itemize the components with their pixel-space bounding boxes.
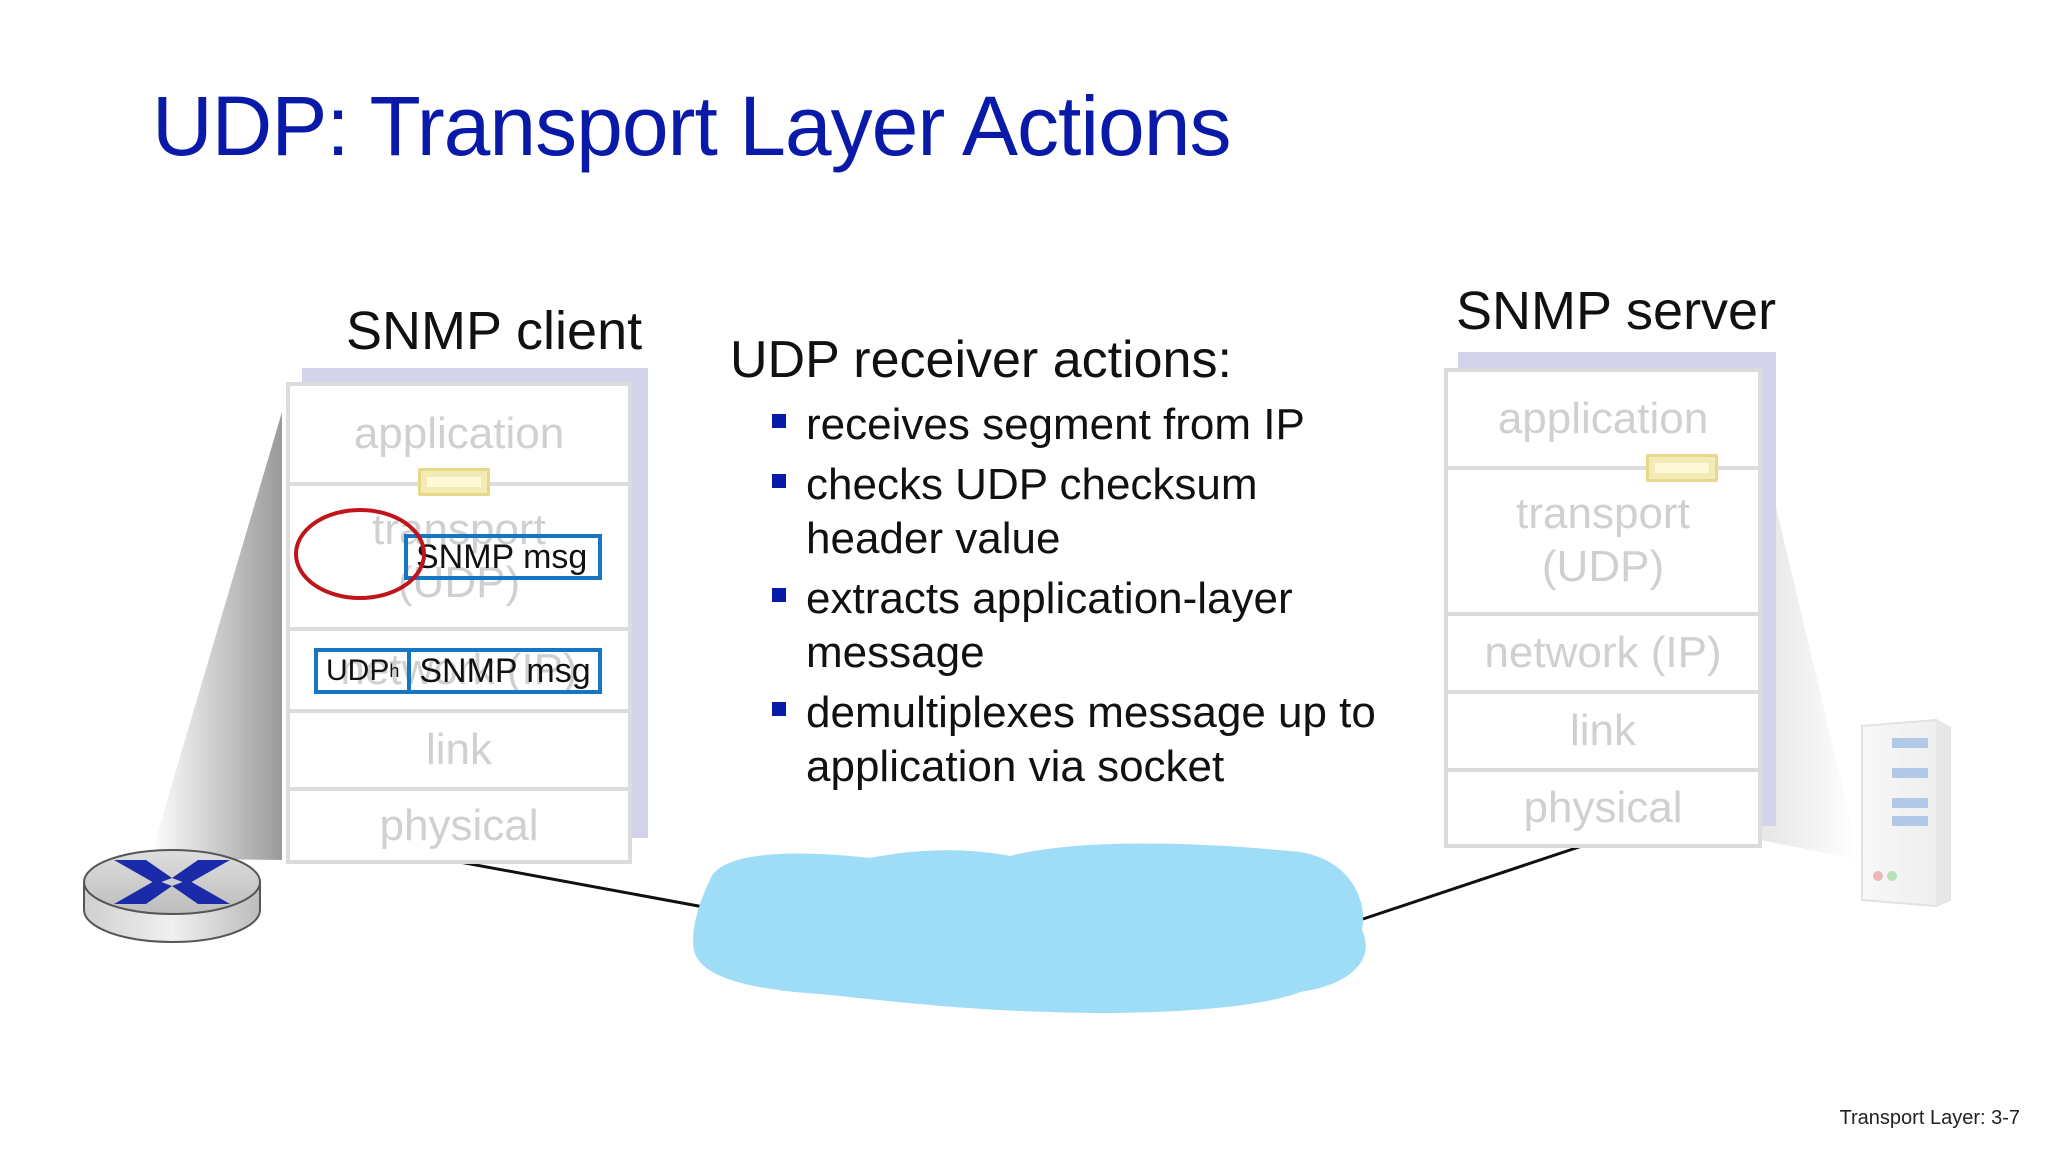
page-title: UDP: Transport Layer Actions [152, 79, 1231, 173]
network-cloud-icon [693, 843, 1366, 1013]
server-protocol-stack: application transport (UDP) network (IP)… [1444, 368, 1762, 848]
client-cone [150, 412, 282, 860]
server-layer-application: application [1448, 372, 1758, 470]
client-protocol-stack: application transport (UDP) network (IP)… [286, 382, 632, 864]
list-item: demultiplexes message up to application … [772, 686, 1392, 794]
server-layer-link: link [1448, 694, 1758, 772]
receiver-actions-list: receives segment from IP checks UDP chec… [772, 398, 1392, 800]
list-item: receives segment from IP [772, 398, 1392, 452]
udp-header-text: UDP [326, 654, 390, 687]
transport-snmp-msg: SNMP msg [416, 537, 588, 576]
list-item: checks UDP checksum header value [772, 458, 1392, 566]
client-label: SNMP client [346, 301, 643, 361]
server-cone [1760, 440, 1860, 860]
client-layer-physical: physical [379, 800, 539, 850]
server-layer-transport-label: transport (UDP) [1516, 489, 1690, 591]
list-item: extracts application-layer message [772, 572, 1392, 680]
checksum-highlight-circle [294, 508, 426, 600]
server-layer-transport: transport (UDP) [1448, 470, 1758, 616]
server-link-line [1359, 838, 1601, 922]
client-layer-link: link [290, 713, 628, 791]
server-socket-icon [1646, 454, 1718, 482]
server-label: SNMP server [1456, 281, 1777, 341]
client-link-line [437, 856, 721, 912]
udp-header-sub: h [389, 660, 400, 681]
network-snmp-msg: SNMP msg [407, 652, 598, 690]
server-layer-physical: physical [1523, 782, 1683, 832]
client-layer-network: network (IP) [290, 631, 628, 713]
client-layer-transport-label: transport (UDP) [372, 504, 546, 607]
server-layer-network: network (IP) [1448, 616, 1758, 694]
slide-footer: Transport Layer: 3-7 [1839, 1107, 2020, 1129]
server-icon [1861, 718, 1951, 908]
client-layer-transport: transport (UDP) [290, 486, 628, 631]
transport-snmp-msg-box: SNMP msg [404, 534, 602, 580]
socket-icon [418, 468, 490, 496]
receiver-actions-heading: UDP receiver actions: [730, 331, 1232, 389]
router-icon [83, 849, 261, 943]
